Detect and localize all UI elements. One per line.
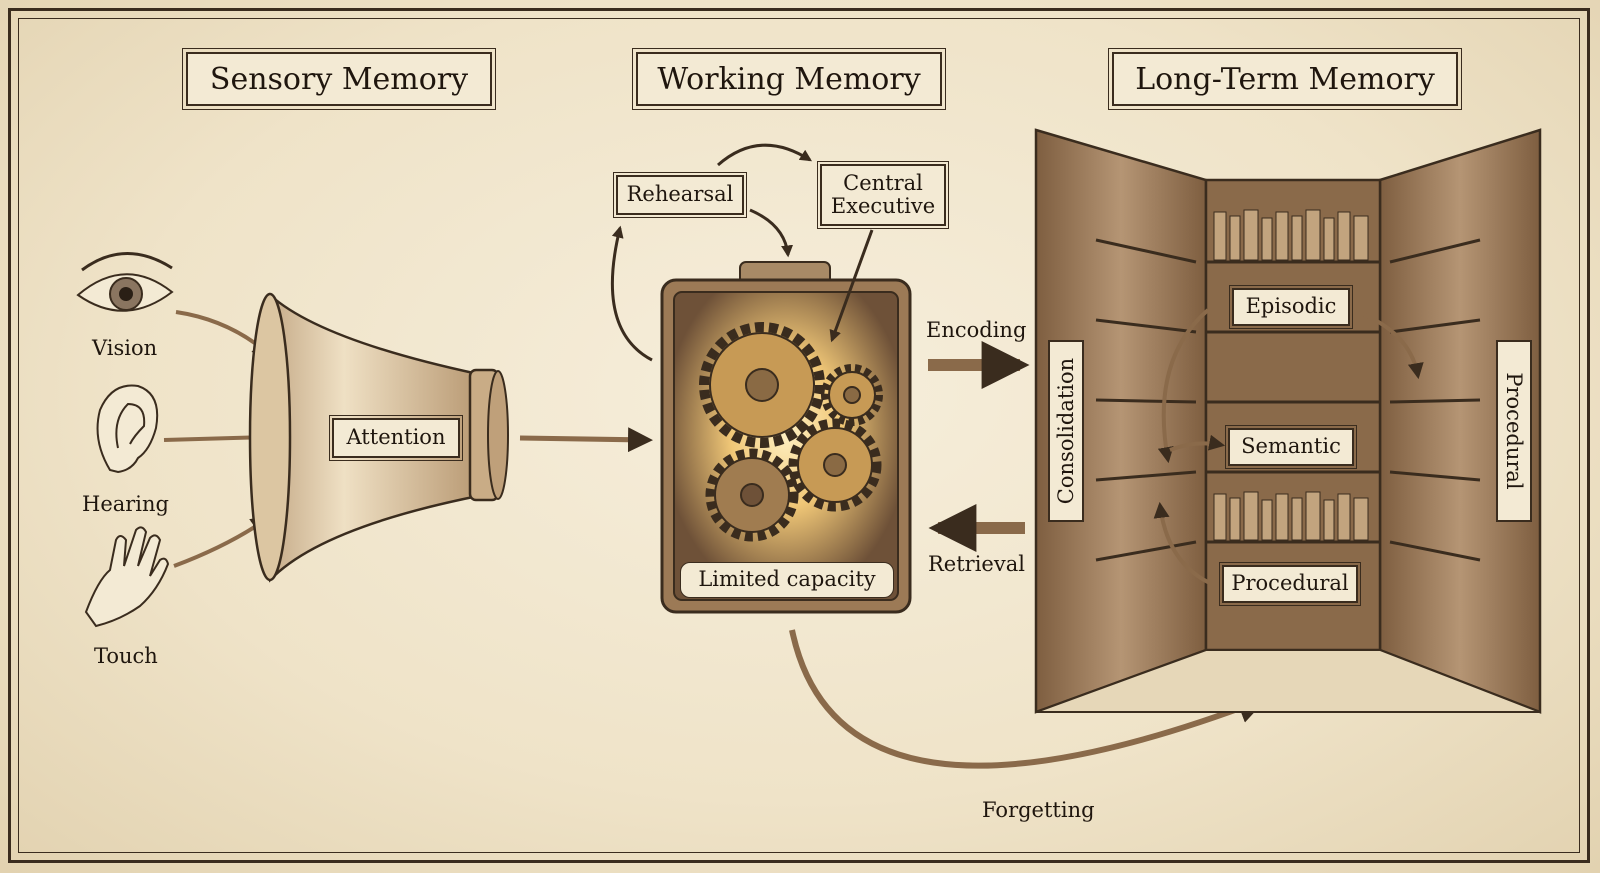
attention-to-working-arrow — [519, 427, 653, 453]
memory-type-arrows — [1153, 308, 1424, 590]
central-executive-label: Central Executive — [817, 161, 949, 229]
episodic-label: Episodic — [1229, 285, 1353, 329]
retrieval-label: Retrieval — [928, 552, 1025, 576]
rehearsal-label: Rehearsal — [613, 172, 747, 218]
procedural-shelf-label: Procedural — [1219, 562, 1361, 606]
working-memory-title: Working Memory — [632, 48, 946, 110]
central-executive-line1: Central — [843, 170, 923, 195]
encoding-label: Encoding — [926, 318, 1027, 342]
ear-icon — [96, 384, 159, 474]
long-term-memory-title: Long-Term Memory — [1108, 48, 1462, 110]
hand-icon — [84, 526, 170, 628]
vision-label: Vision — [92, 336, 158, 360]
attention-label: Attention — [329, 415, 463, 461]
semantic-label: Semantic — [1225, 425, 1357, 469]
central-executive-line2: Executive — [830, 194, 936, 218]
procedural-side-label: Procedural — [1496, 340, 1532, 522]
gears-icon — [699, 322, 883, 542]
forgetting-label: Forgetting — [982, 798, 1095, 822]
rehearsal-loop-arrows — [610, 143, 874, 362]
inner-border — [18, 18, 1580, 853]
outer-border — [8, 8, 1590, 863]
touch-label: Touch — [94, 644, 158, 668]
limited-capacity-label: Limited capacity — [680, 562, 894, 598]
procedural-side-text: Procedural — [1502, 372, 1526, 490]
consolidation-text: Consolidation — [1054, 357, 1078, 505]
consolidation-label: Consolidation — [1048, 340, 1084, 522]
working-memory-chamber — [660, 261, 912, 614]
sensory-memory-title: Sensory Memory — [182, 48, 496, 110]
eye-icon — [76, 252, 174, 312]
forgetting-arrow — [789, 629, 1268, 769]
bookcase-illustration — [1034, 128, 1542, 714]
hearing-label: Hearing — [82, 492, 169, 516]
